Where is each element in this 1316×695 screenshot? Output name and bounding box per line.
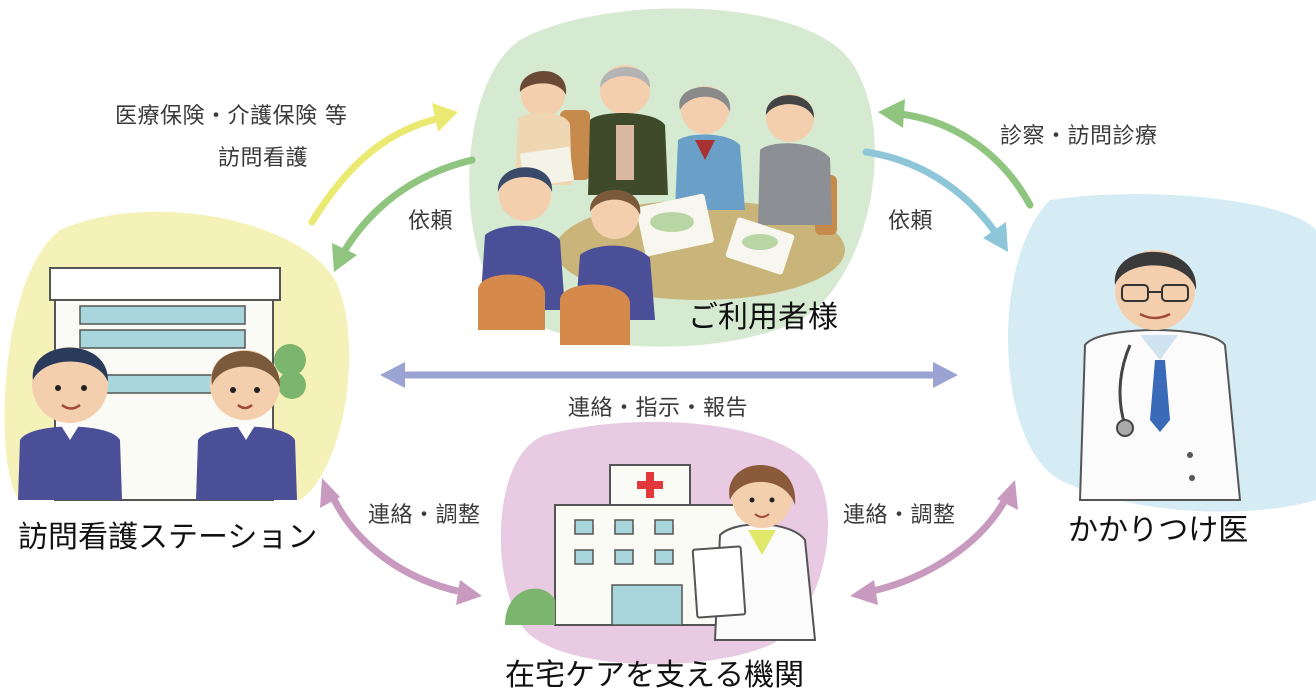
edge-station-institution-label: 連絡・調整 xyxy=(368,503,481,528)
patient-label: ご利用者様 xyxy=(688,300,838,335)
edge-station-patient-line2: 訪問看護 xyxy=(218,146,309,171)
arrow-institution-doctor xyxy=(850,480,1018,605)
edge-station-patient-line1: 医療保険・介護保険 等 xyxy=(115,104,348,129)
doctor-illustration xyxy=(1078,250,1242,501)
arrow-patient-to-doctor xyxy=(862,148,1008,252)
arrow-station-to-patient xyxy=(308,103,458,226)
station-label: 訪問看護ステーション xyxy=(18,520,318,555)
edge-doctor-patient-label: 診察・訪問診療 xyxy=(1000,124,1158,149)
edge-institution-doctor-label: 連絡・調整 xyxy=(843,503,956,528)
arrow-patient-to-station xyxy=(332,156,476,272)
arrow-station-institution xyxy=(320,478,482,605)
nurse-male-illustration xyxy=(18,347,122,500)
edge-station-doctor-label: 連絡・指示・報告 xyxy=(568,396,749,421)
doctor-label: かかりつけ医 xyxy=(1068,513,1249,548)
patient-group-illustration xyxy=(478,65,845,345)
arrow-doctor-to-patient xyxy=(878,99,1034,209)
nurse-female-illustration xyxy=(196,350,297,500)
arrow-station-doctor xyxy=(380,362,958,388)
institution-label: 在宅ケアを支える機関 xyxy=(505,658,805,693)
pharmacist-illustration xyxy=(691,465,817,641)
edge-patient-station-label: 依頼 xyxy=(408,209,454,234)
edge-patient-doctor-label: 依頼 xyxy=(888,209,934,234)
